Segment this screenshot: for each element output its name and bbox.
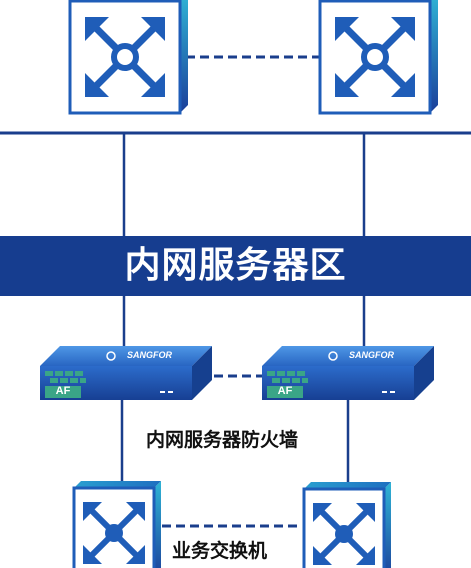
firewall-right-brand: SANGFOR — [349, 350, 394, 360]
core-switch-left-icon — [70, 0, 188, 113]
access-switch-label: 业务交换机 — [172, 540, 268, 562]
access-switch-left-icon — [74, 481, 161, 568]
firewall-right-badge: AF — [277, 385, 293, 397]
firewall-label: 内网服务器防火墙 — [146, 429, 299, 451]
dashed-links — [162, 55, 322, 528]
access-switch-right-icon — [304, 482, 391, 568]
core-switch-right-icon — [320, 0, 438, 113]
firewall-left-badge: AF — [55, 385, 71, 397]
firewall-left-brand: SANGFOR — [127, 350, 172, 360]
zone-banner — [0, 236, 471, 296]
zone-title: 内网服务器区 — [124, 245, 347, 286]
